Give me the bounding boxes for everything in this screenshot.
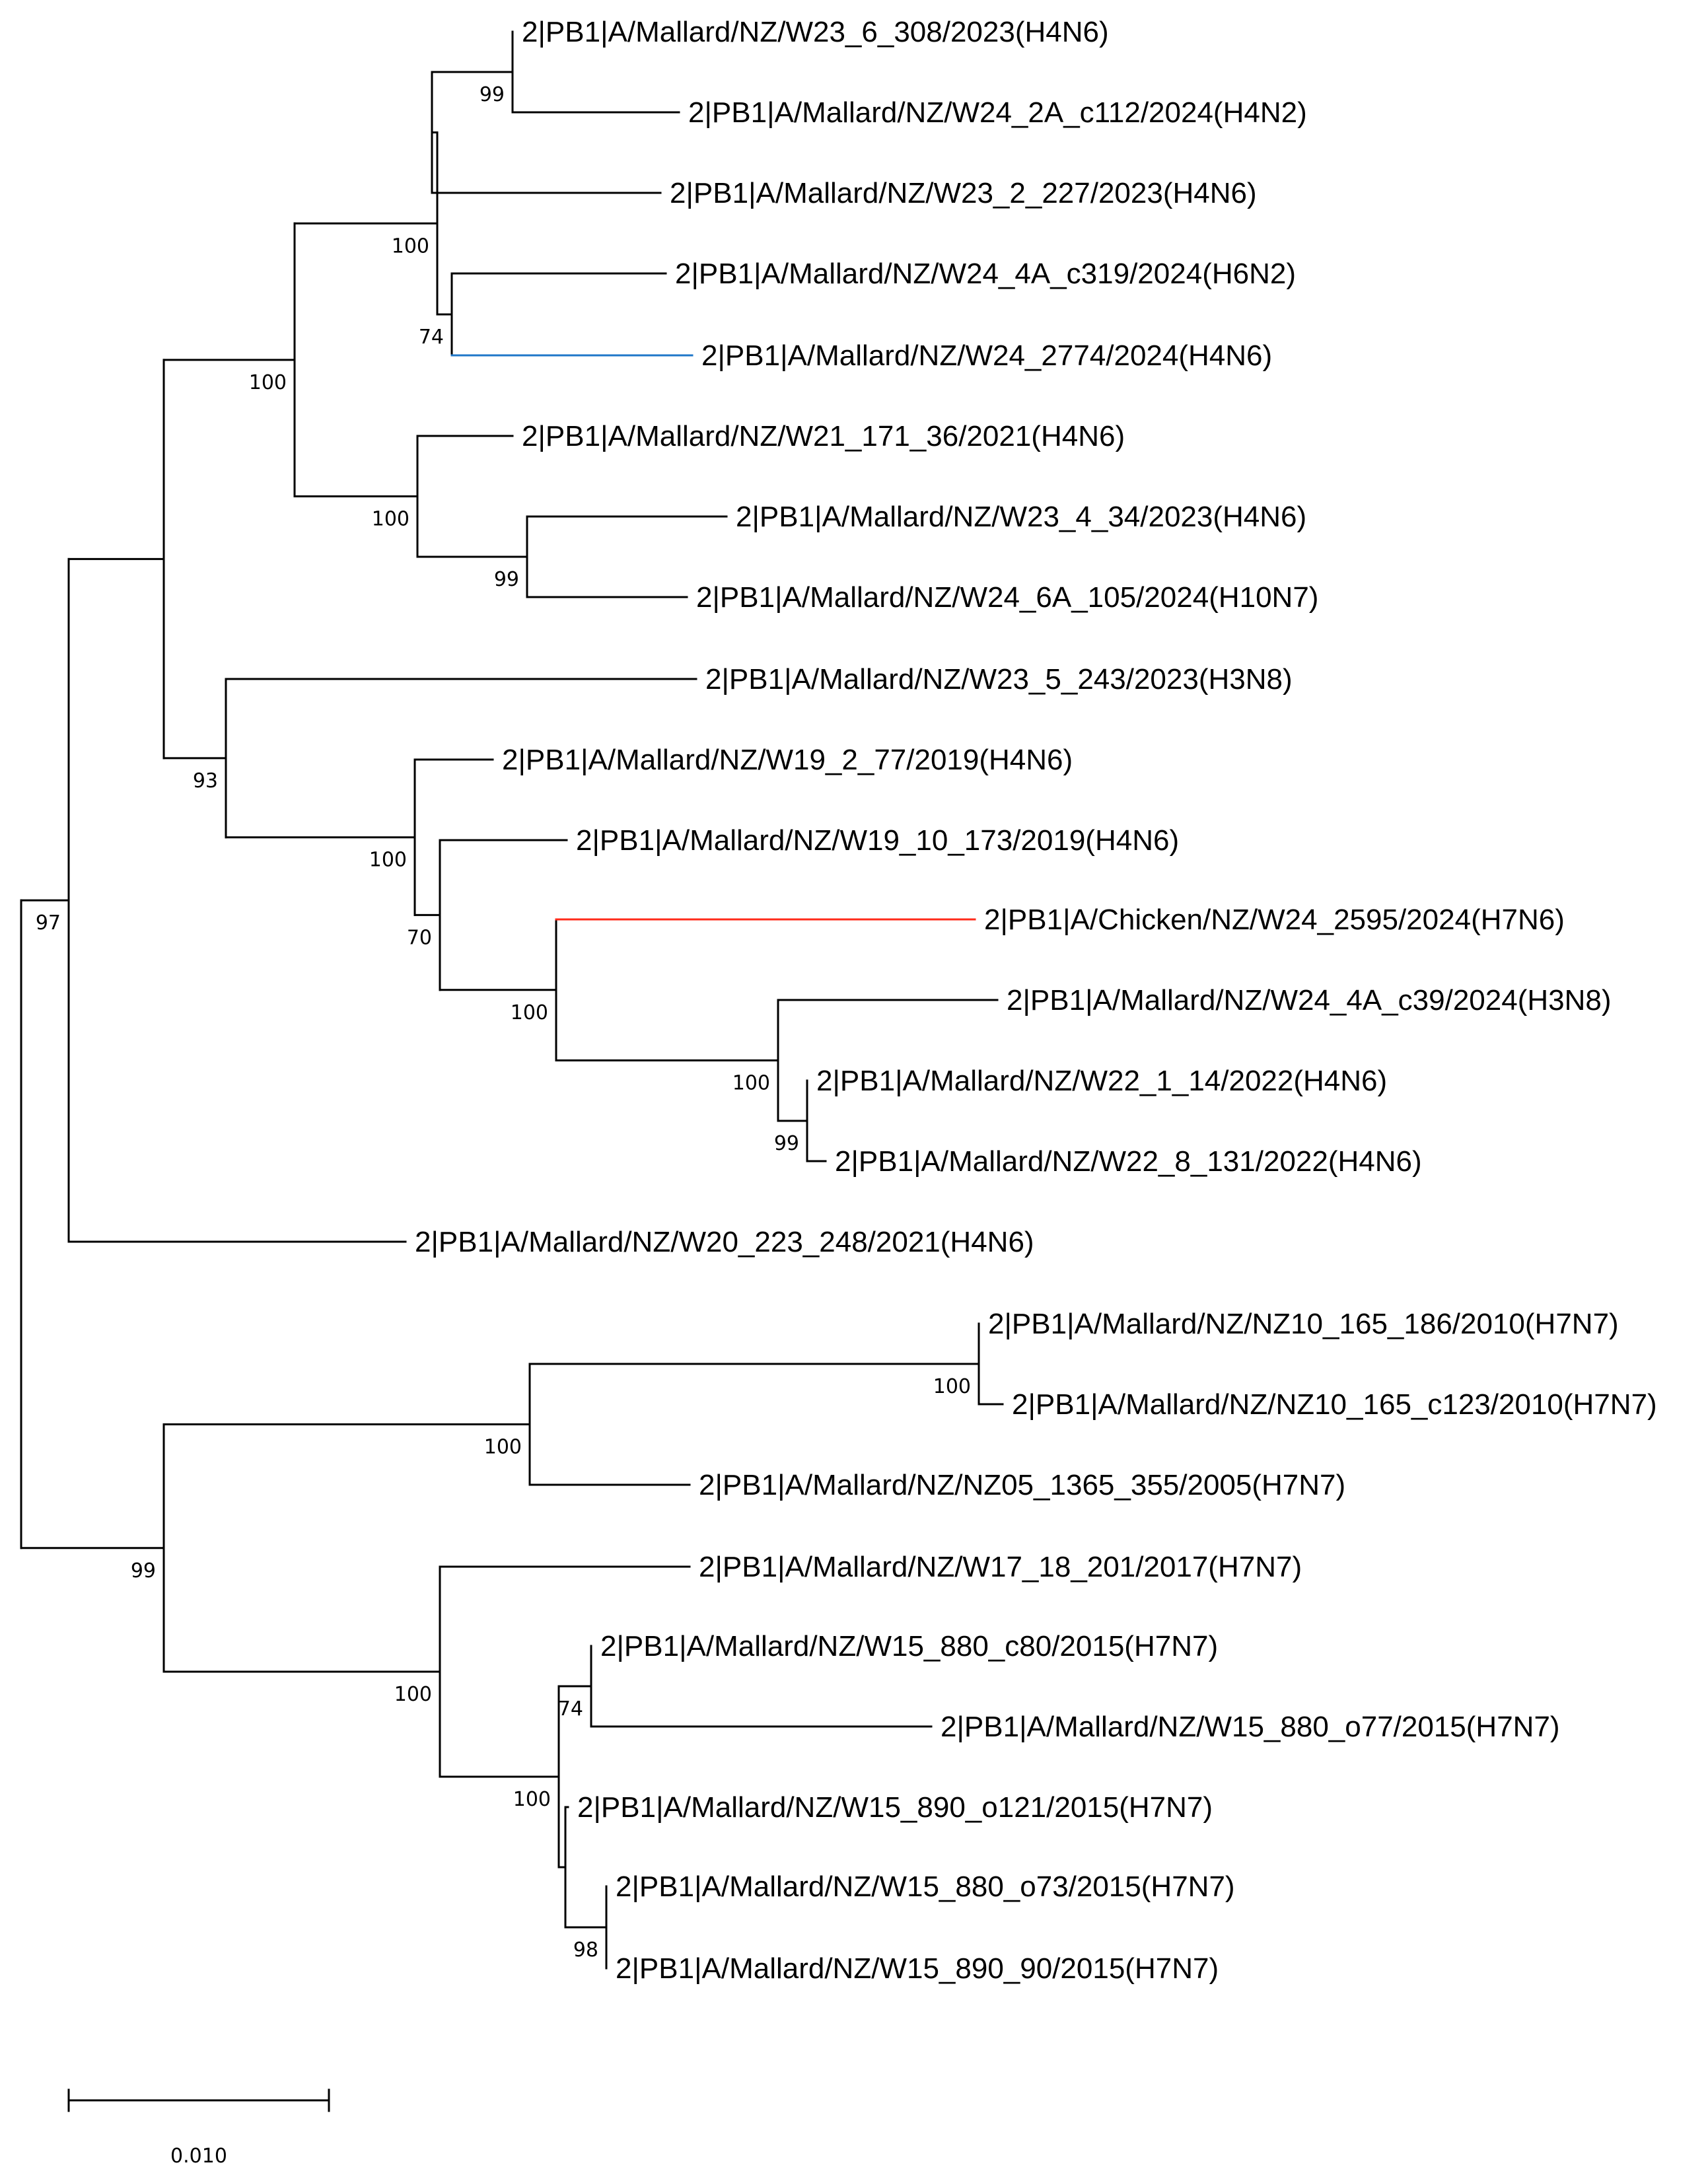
taxon-label: 2|PB1|A/Mallard/NZ/W19_2_77/2019(H4N6) xyxy=(502,744,1073,776)
bootstrap-value: 99 xyxy=(131,1559,156,1583)
taxon-label: 2|PB1|A/Mallard/NZ/W17_18_201/2017(H7N7) xyxy=(699,1551,1302,1583)
bootstrap-value: 100 xyxy=(511,1001,548,1024)
bootstrap-value: 74 xyxy=(419,326,444,349)
taxon-label: 2|PB1|A/Mallard/NZ/W23_6_308/2023(H4N6) xyxy=(522,16,1109,48)
bootstrap-value: 100 xyxy=(484,1436,522,1459)
taxon-label: 2|PB1|A/Chicken/NZ/W24_2595/2024(H7N6) xyxy=(984,904,1565,936)
bootstrap-value: 99 xyxy=(774,1132,799,1155)
bootstrap-value: 98 xyxy=(573,1939,598,1962)
taxon-label: 2|PB1|A/Mallard/NZ/NZ05_1365_355/2005(H7… xyxy=(699,1469,1345,1501)
bootstrap-value: 100 xyxy=(392,234,429,258)
bootstrap-labels: 97 100 100 99 74 100 99 93 100 70 100 100 99 99 100 100… xyxy=(36,83,971,1962)
taxon-label: 2|PB1|A/Mallard/NZ/NZ10_165_186/2010(H7N… xyxy=(988,1308,1619,1340)
taxon-label: 2|PB1|A/Mallard/NZ/W15_890_o121/2015(H7N… xyxy=(577,1791,1213,1824)
taxon-label: 2|PB1|A/Mallard/NZ/W24_2774/2024(H4N6) xyxy=(701,339,1272,372)
taxon-label: 2|PB1|A/Mallard/NZ/W15_880_o77/2015(H7N7… xyxy=(941,1711,1560,1743)
taxon-label: 2|PB1|A/Mallard/NZ/W24_2A_c112/2024(H4N2… xyxy=(688,96,1307,129)
taxon-label: 2|PB1|A/Mallard/NZ/W22_1_14/2022(H4N6) xyxy=(816,1065,1387,1097)
bootstrap-value: 100 xyxy=(369,849,407,872)
bootstrap-value: 93 xyxy=(193,769,218,793)
taxon-label: 2|PB1|A/Mallard/NZ/W24_4A_c319/2024(H6N2… xyxy=(675,258,1296,290)
taxon-label: 2|PB1|A/Mallard/NZ/W22_8_131/2022(H4N6) xyxy=(835,1145,1422,1178)
taxon-label: 2|PB1|A/Mallard/NZ/W23_4_34/2023(H4N6) xyxy=(736,501,1306,533)
taxon-label: 2|PB1|A/Mallard/NZ/W20_223_248/2021(H4N6… xyxy=(415,1226,1034,1258)
bootstrap-value: 100 xyxy=(933,1375,971,1398)
bootstrap-value: 100 xyxy=(372,508,409,531)
bootstrap-value: 70 xyxy=(407,926,432,949)
tree-branches xyxy=(20,30,1004,1970)
taxon-label: 2|PB1|A/Mallard/NZ/W24_4A_c39/2024(H3N8) xyxy=(1007,984,1612,1016)
taxon-label: 2|PB1|A/Mallard/NZ/W15_890_90/2015(H7N7) xyxy=(616,1952,1219,1985)
taxon-labels: 2|PB1|A/Mallard/NZ/W23_6_308/2023(H4N6) 2… xyxy=(415,16,1657,1985)
scale-bar-label: 0.010 xyxy=(170,2145,227,2168)
taxon-label: 2|PB1|A/Mallard/NZ/NZ10_165_c123/2010(H7… xyxy=(1012,1388,1657,1421)
bootstrap-value: 100 xyxy=(249,371,287,394)
bootstrap-value: 99 xyxy=(480,83,505,106)
taxon-label: 2|PB1|A/Mallard/NZ/W24_6A_105/2024(H10N7… xyxy=(696,581,1318,614)
taxon-label: 2|PB1|A/Mallard/NZ/W15_880_c80/2015(H7N7… xyxy=(600,1630,1218,1662)
taxon-label: 2|PB1|A/Mallard/NZ/W23_2_227/2023(H4N6) xyxy=(670,177,1257,209)
scale-bar: 0.010 xyxy=(67,2088,330,2168)
bootstrap-value: 97 xyxy=(36,911,61,935)
bootstrap-value: 74 xyxy=(558,1697,583,1721)
taxon-label: 2|PB1|A/Mallard/NZ/W19_10_173/2019(H4N6) xyxy=(576,824,1179,857)
taxon-label: 2|PB1|A/Mallard/NZ/W21_171_36/2021(H4N6) xyxy=(522,420,1125,452)
bootstrap-value: 100 xyxy=(513,1788,551,1811)
bootstrap-value: 100 xyxy=(394,1683,432,1706)
bootstrap-value: 100 xyxy=(732,1072,770,1095)
taxon-label: 2|PB1|A/Mallard/NZ/W15_880_o73/2015(H7N7… xyxy=(616,1870,1235,1903)
bootstrap-value: 99 xyxy=(494,568,519,591)
taxon-label: 2|PB1|A/Mallard/NZ/W23_5_243/2023(H3N8) xyxy=(705,663,1293,695)
